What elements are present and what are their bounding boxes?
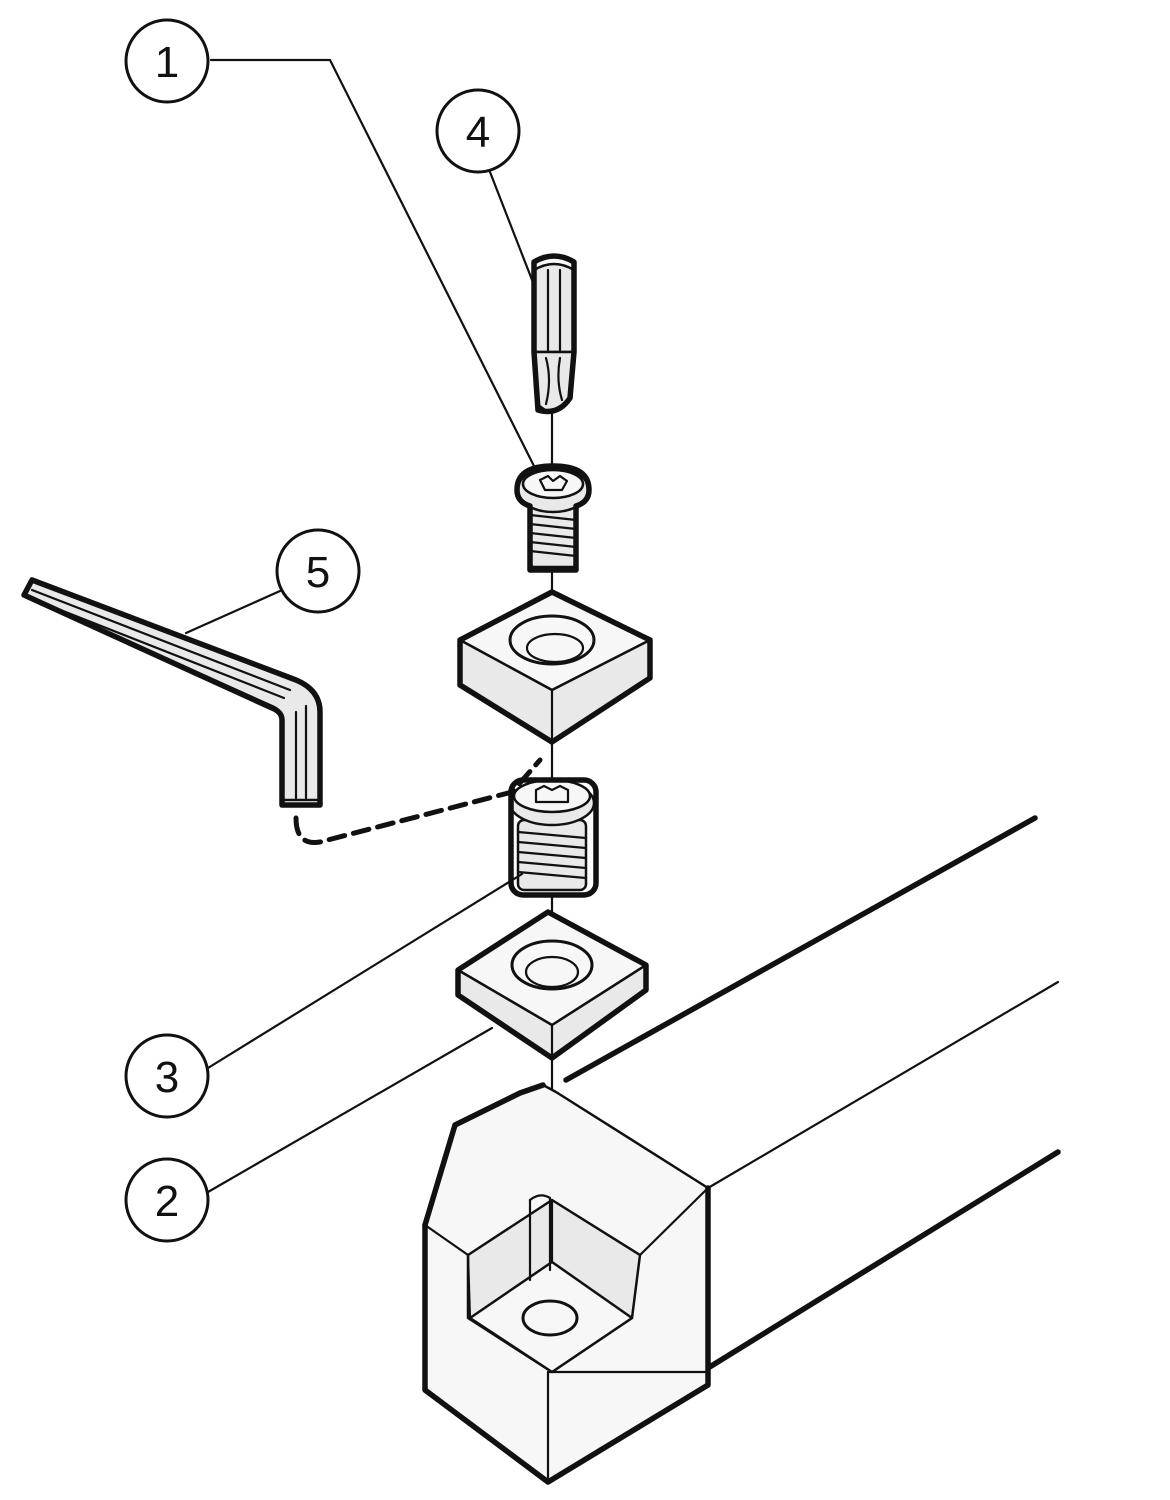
- leader-lines: [184, 58, 538, 1194]
- callout-1-label: 1: [155, 38, 179, 87]
- clamp-screw: [514, 463, 592, 573]
- callout-2-label: 2: [155, 1177, 179, 1226]
- callout-5: 5: [275, 528, 361, 614]
- callout-3: 3: [124, 1033, 210, 1119]
- hex-key: [21, 577, 323, 808]
- callout-1: 1: [124, 18, 210, 104]
- callout-2: 2: [124, 1157, 210, 1243]
- insert-part: [457, 589, 653, 745]
- callout-4: 4: [435, 88, 521, 174]
- callout-5-label: 5: [306, 548, 330, 597]
- hex-key-engagement-dashed-line: [293, 757, 543, 845]
- tool-holder: [422, 815, 1061, 1485]
- shim-part: [455, 909, 649, 1061]
- callout-4-label: 4: [466, 108, 490, 157]
- torx-key: [531, 253, 577, 415]
- shim-screw: [508, 777, 599, 898]
- callout-3-label: 3: [155, 1053, 179, 1102]
